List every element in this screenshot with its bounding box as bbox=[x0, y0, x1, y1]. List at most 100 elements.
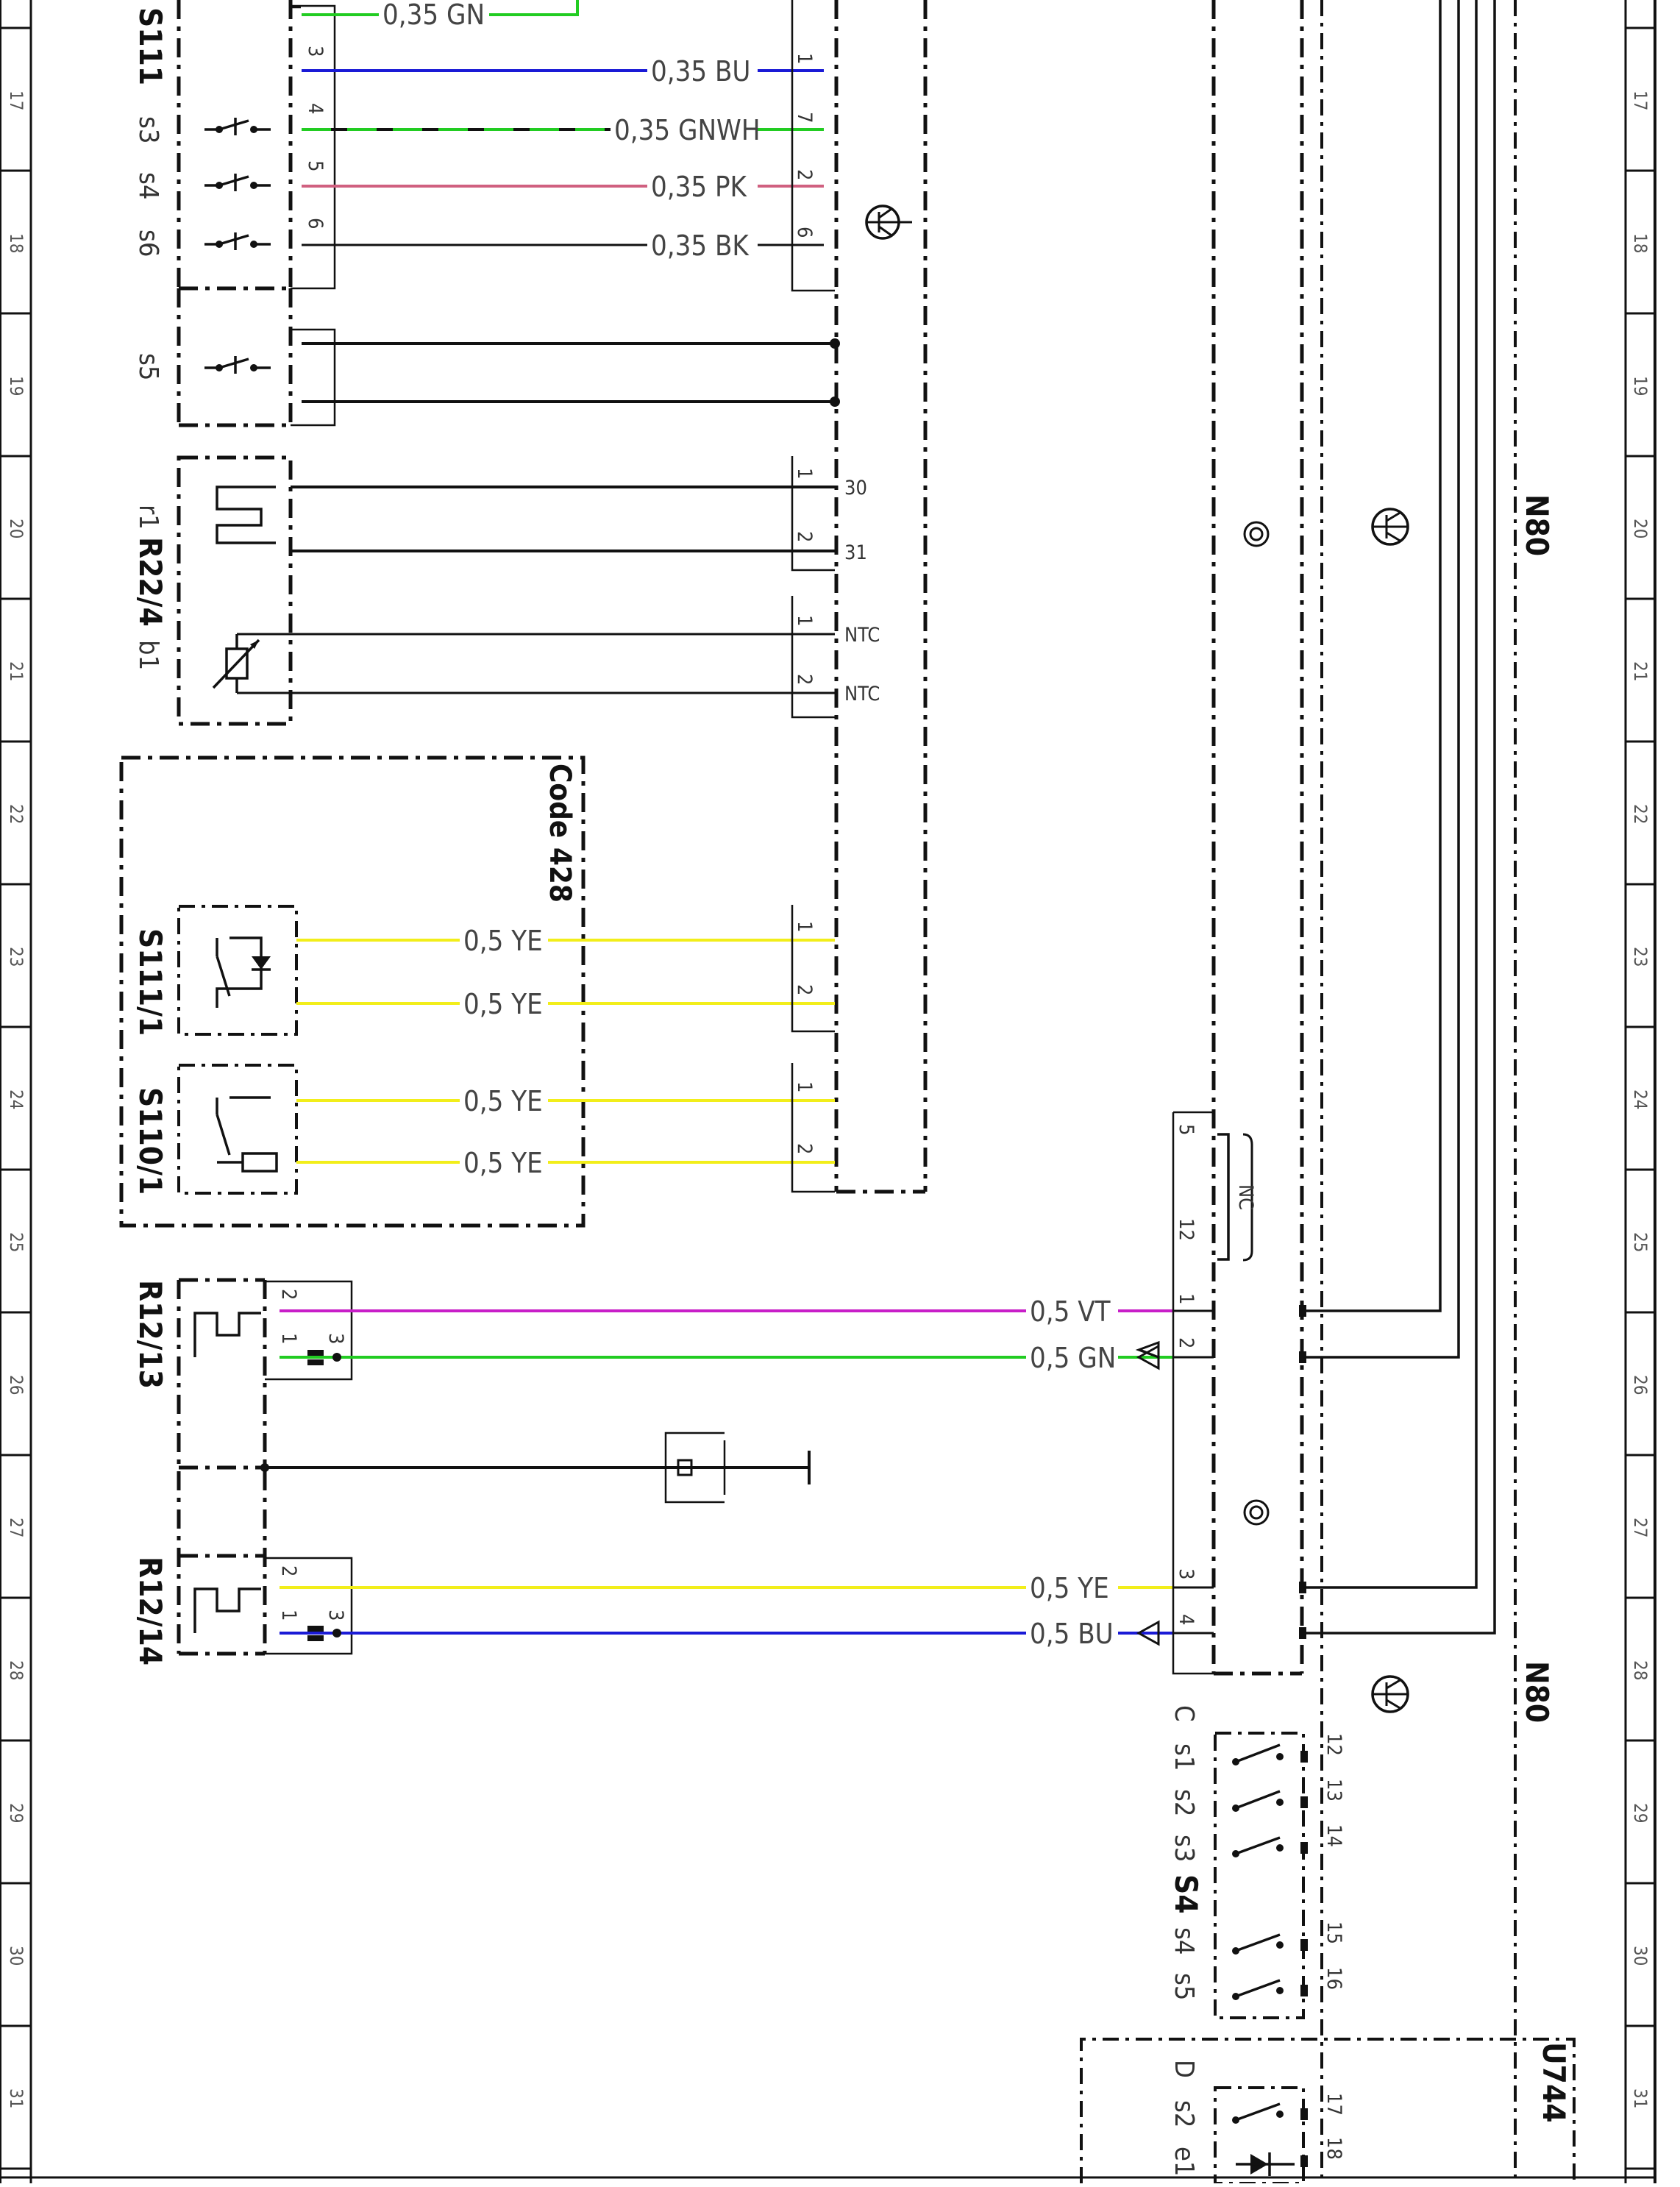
s4-pin-12: 12 bbox=[1323, 1733, 1345, 1756]
code-conn-pin-1b: 1 bbox=[793, 1081, 816, 1092]
wire-label-ye-1: 0,5 YE bbox=[463, 925, 543, 957]
s111-sub-s6: s6 bbox=[133, 230, 163, 257]
u744-switch-s2 bbox=[1232, 2102, 1284, 2124]
wire-label-gnwh-035: 0,35 GNWH bbox=[614, 114, 761, 146]
grid-row-number: 29 bbox=[1630, 1803, 1651, 1823]
s111-1-label: S111/1 bbox=[132, 928, 168, 1036]
transistor-icon bbox=[1371, 1675, 1409, 1713]
u744-block: U744 D s2 e1 17 18 bbox=[1080, 2038, 1576, 2185]
r22-conn-pin-1a: 1 bbox=[793, 468, 816, 479]
code-428-label: Code 428 bbox=[543, 764, 577, 903]
r12-14-pin-1: 1 bbox=[277, 1610, 300, 1621]
spiral-icon bbox=[1243, 521, 1270, 547]
grid-row-number: 25 bbox=[1630, 1232, 1651, 1252]
switch-symbol-s4 bbox=[204, 174, 271, 191]
r12-sensors-block: R12/13 R12/14 0,5 VT 0,5 GN 0,5 YE 0,5 B… bbox=[132, 1278, 1173, 1665]
s111-sub-s5: s5 bbox=[133, 353, 163, 380]
grid-lines bbox=[0, 26, 1655, 2170]
code-conn-pin-2b: 2 bbox=[793, 1143, 816, 1154]
r12-14-pin-3: 3 bbox=[324, 1610, 347, 1621]
s4-sub-s3: s3 bbox=[1169, 1835, 1199, 1862]
wire-label-ye-3: 0,5 YE bbox=[463, 1085, 543, 1117]
n80-pin-1: 1 bbox=[1175, 1293, 1197, 1304]
n80-label-2: N80 bbox=[1519, 1661, 1555, 1723]
top-wires: 0,35 GN 0,35 BU 0,35 GNWH 0,35 PK 0,35 B… bbox=[302, 0, 840, 407]
grid-row-number: 28 bbox=[1630, 1660, 1651, 1680]
s111-pin-5: 5 bbox=[304, 160, 327, 171]
r12-13-sensor-icon bbox=[193, 1312, 261, 1357]
terminal-30: 30 bbox=[844, 477, 867, 499]
s4-switch-s4 bbox=[1232, 1933, 1284, 1955]
grid-row-number: 20 bbox=[1630, 519, 1651, 538]
ntc-sensor-icon bbox=[212, 634, 260, 693]
grid-row-number: 27 bbox=[1630, 1518, 1651, 1537]
wire-label-ye-5: 0,5 YE bbox=[1030, 1572, 1109, 1604]
s4-switch-block: C s1 s2 s3 S4 s4 s5 12 13 14 15 16 bbox=[1168, 1705, 1345, 2019]
grid-row-number: 19 bbox=[1630, 376, 1651, 396]
grid-row-number: 30 bbox=[6, 1946, 26, 1966]
grid-row-number: 18 bbox=[1630, 233, 1651, 253]
s4-sub-s1: s1 bbox=[1169, 1743, 1199, 1771]
grid-row-number: 20 bbox=[6, 519, 26, 538]
wire-label-gn-05: 0,5 GN bbox=[1030, 1342, 1116, 1374]
r22-conn-pin-1b: 1 bbox=[793, 615, 816, 626]
grid-row-number: 28 bbox=[6, 1660, 26, 1680]
s4-sub-c: C bbox=[1169, 1705, 1199, 1722]
switch-symbol-s6 bbox=[204, 232, 271, 250]
r12-14-label: R12/14 bbox=[132, 1557, 168, 1665]
grid-row-number: 22 bbox=[6, 804, 26, 824]
u744-sub-e1: e1 bbox=[1169, 2147, 1199, 2177]
s110-1-label: S110/1 bbox=[132, 1087, 168, 1195]
grid-row-number: 26 bbox=[1630, 1375, 1651, 1395]
s111-pin-6: 6 bbox=[304, 218, 327, 229]
code-428-block: Code 428 S111/1 S110/1 0,5 bbox=[119, 755, 835, 1228]
terminal-ntc-2: NTC bbox=[844, 683, 880, 705]
n80-block: 5 12 1 2 3 4 NC bbox=[1135, 0, 1555, 2183]
s110-1-switch-icon bbox=[216, 1096, 278, 1173]
grid-row-number: 21 bbox=[6, 661, 26, 681]
r12-13-pin-3: 3 bbox=[324, 1333, 347, 1344]
wire-label-pk-035: 0,35 PK bbox=[651, 171, 748, 203]
r12-13-pin-2: 2 bbox=[277, 1289, 300, 1300]
s4-pin-16: 16 bbox=[1323, 1967, 1345, 1990]
grid-row-number: 24 bbox=[1630, 1089, 1651, 1109]
u744-pin-18: 18 bbox=[1323, 2137, 1345, 2160]
heater-element-icon bbox=[216, 486, 276, 544]
u744-pin-17: 17 bbox=[1323, 2093, 1345, 2116]
r12-13-pin-1: 1 bbox=[277, 1333, 300, 1344]
r22-conn-pin-2a: 2 bbox=[793, 531, 816, 542]
conn-a-pin-7: 7 bbox=[793, 112, 816, 123]
s4-switch-s5 bbox=[1232, 1979, 1284, 2000]
s4-sub-s5: s5 bbox=[1169, 1973, 1199, 2000]
transistor-icon bbox=[1371, 508, 1409, 546]
wire-label-gn-035: 0,35 GN bbox=[382, 0, 485, 31]
wire-label-ye-4: 0,5 YE bbox=[463, 1147, 543, 1179]
conn-a-pin-1: 1 bbox=[793, 53, 816, 64]
switch-symbol-s5 bbox=[204, 356, 271, 374]
u744-sub-d: D bbox=[1169, 2060, 1199, 2078]
conn-a-pin-6: 6 bbox=[793, 227, 816, 238]
grid-row-number: 26 bbox=[6, 1375, 26, 1395]
grid-row-number: 27 bbox=[6, 1518, 26, 1537]
r12-14-sensor-icon bbox=[193, 1587, 261, 1633]
n80-pin-4: 4 bbox=[1175, 1614, 1197, 1625]
terminal-31: 31 bbox=[844, 541, 867, 564]
conn-a-pin-2: 2 bbox=[793, 169, 816, 180]
s4-switch-s1 bbox=[1232, 1743, 1284, 1765]
r22-conn-pin-2b: 2 bbox=[793, 674, 816, 685]
grid-row-number: 24 bbox=[6, 1089, 26, 1109]
n80-label-1: N80 bbox=[1519, 494, 1555, 556]
grid-row-number: 21 bbox=[1630, 661, 1651, 681]
s111-sub-s3: s3 bbox=[133, 116, 163, 143]
r22-sub-r1: r1 bbox=[133, 505, 163, 530]
spiral-icon bbox=[1243, 1499, 1270, 1526]
s4-label: S4 bbox=[1168, 1874, 1204, 1914]
n80-pin-3: 3 bbox=[1175, 1568, 1197, 1579]
s4-switch-s3 bbox=[1232, 1836, 1284, 1857]
n80-pin-2: 2 bbox=[1175, 1337, 1197, 1348]
u744-sub-s2: s2 bbox=[1169, 2100, 1199, 2127]
terminal-ntc-1: NTC bbox=[844, 624, 880, 647]
control-unit-connector-top: 1 7 2 6 bbox=[791, 0, 912, 292]
ground-connector-icon bbox=[664, 1432, 726, 1504]
grid-row-number: 31 bbox=[1630, 2088, 1651, 2108]
